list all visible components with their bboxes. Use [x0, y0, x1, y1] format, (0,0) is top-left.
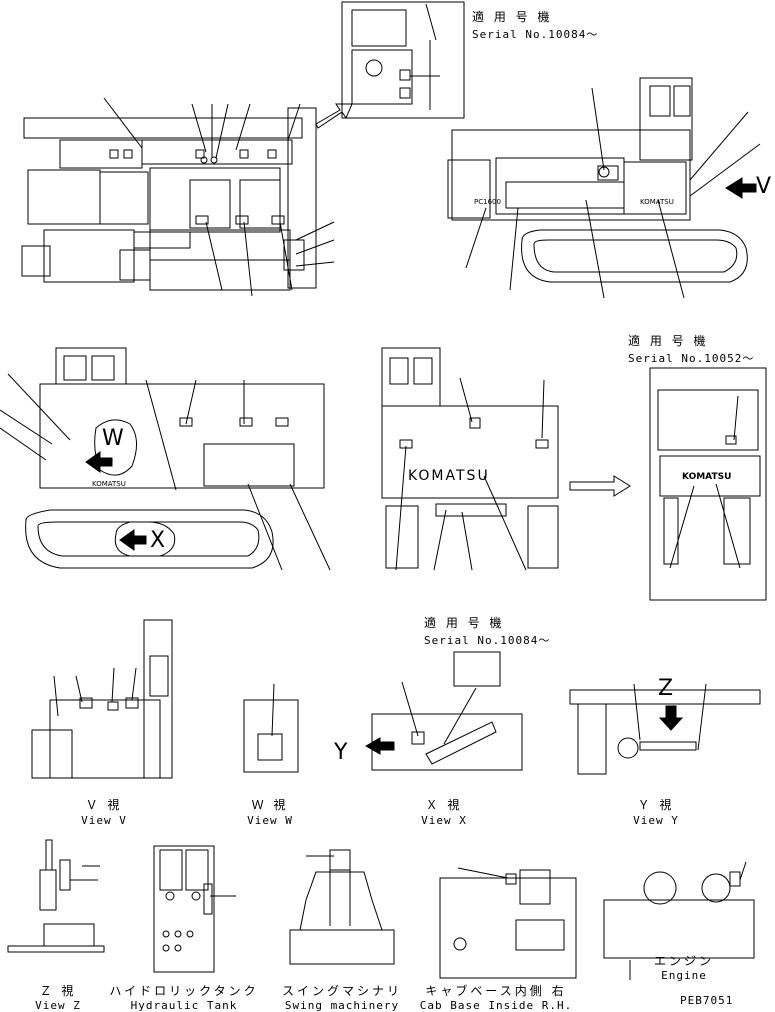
- view-z-caption-en: View Z: [35, 999, 81, 1012]
- cab-base-drawing: [439, 867, 577, 979]
- serial-middle-jp: 適 用 号 機: [628, 334, 709, 348]
- swing-machinery-caption-en: Swing machinery: [284, 999, 400, 1012]
- swing-machinery-caption-jp: スイングマシナリ: [281, 984, 403, 998]
- cab-base-caption-jp: キャブベース内側 右: [425, 984, 567, 998]
- side-elevation-right: [447, 77, 761, 299]
- view-w-caption-en: View W: [247, 814, 293, 827]
- engine-drawing: [603, 861, 755, 980]
- rear-elevation: [381, 347, 631, 571]
- swing-machinery-drawing: [289, 849, 395, 965]
- view-y-drawing: [569, 683, 761, 775]
- top-plan-view: [21, 97, 335, 297]
- view-y-caption-en: View Y: [633, 814, 679, 827]
- serial-top-en: Serial No.10084～: [472, 28, 599, 41]
- view-x-marker: X: [150, 528, 166, 553]
- part-code: PEB7051: [680, 994, 734, 1007]
- serial-inset-top: [315, 1, 465, 129]
- brand-rear-detail: KOMATSU: [682, 472, 732, 482]
- hydraulic-tank-caption-en: Hydraulic Tank: [130, 999, 238, 1012]
- view-x-drawing: [364, 651, 523, 771]
- rear-detail-box: [649, 367, 767, 601]
- side-elevation-left: [0, 347, 331, 571]
- hydraulic-tank-caption-jp: ハイドロリックタンク: [109, 984, 259, 998]
- view-v-caption-en: View V: [81, 814, 127, 827]
- brand-side-right: KOMATSU: [640, 198, 674, 206]
- view-w-drawing: [243, 683, 299, 773]
- hydraulic-tank-drawing: [153, 845, 236, 973]
- engine-caption-jp: エンジン: [653, 954, 715, 968]
- view-x-caption-en: View X: [421, 814, 467, 827]
- brand-side-left: KOMATSU: [92, 480, 126, 488]
- engine-caption-en: Engine: [661, 969, 707, 982]
- view-x-caption-jp: Ｘ 視: [425, 798, 463, 812]
- view-y-caption-jp: Ｙ 視: [637, 798, 675, 812]
- serial-top-jp: 適 用 号 機: [472, 10, 553, 24]
- serial-x-jp: 適 用 号 機: [424, 616, 505, 630]
- view-v-drawing: [31, 619, 173, 779]
- view-v-marker: V: [756, 174, 772, 199]
- cab-base-caption-en: Cab Base Inside R.H.: [419, 999, 573, 1012]
- serial-middle-en: Serial No.10052～: [628, 352, 755, 365]
- view-w-marker: W: [102, 426, 124, 451]
- view-z-marker: Z: [658, 676, 674, 701]
- view-w-caption-jp: Ｗ 視: [251, 798, 289, 812]
- view-z-drawing: [7, 839, 105, 953]
- serial-x-en: Serial No.10084～: [424, 634, 551, 647]
- model-badge: PC1600: [474, 198, 501, 206]
- brand-rear: KOMATSU: [408, 468, 490, 484]
- view-y-marker: Y: [334, 740, 348, 765]
- view-v-caption-jp: Ｖ 視: [85, 798, 123, 812]
- view-z-caption-jp: Ｚ 視: [39, 984, 77, 998]
